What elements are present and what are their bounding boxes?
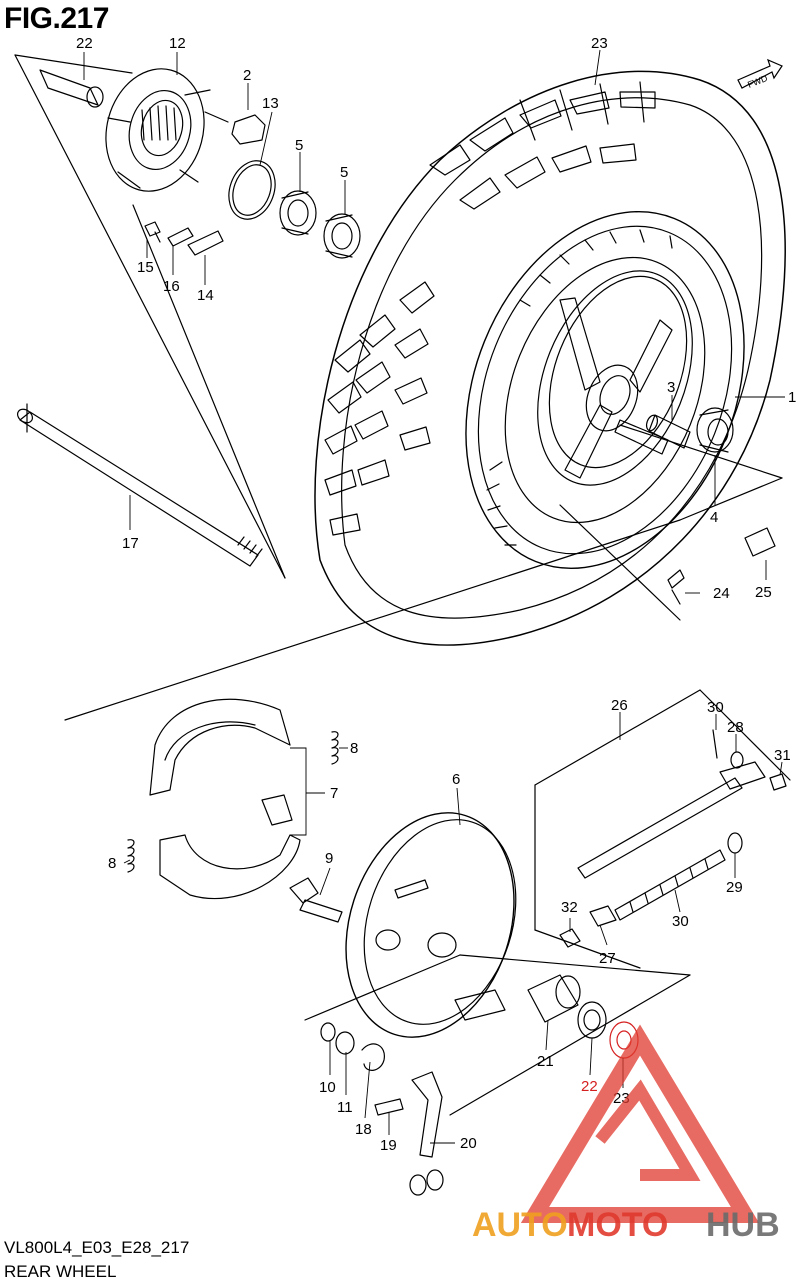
callout-14: 12 xyxy=(169,35,186,52)
callout-8a: 8 xyxy=(350,740,358,757)
callout-18: 16 xyxy=(163,278,180,295)
rear-tire xyxy=(314,70,786,646)
torque-link-frame xyxy=(534,689,791,969)
brake-panel xyxy=(345,812,517,1038)
wheel-bearing-right xyxy=(696,407,734,453)
figure-code: VL800L4_E03_E28_217 xyxy=(4,1238,190,1257)
figure-name: REAR WHEEL xyxy=(4,1262,117,1281)
rear-axle xyxy=(16,403,263,567)
callout-7: 7 xyxy=(330,785,338,802)
callout-4: 4 xyxy=(710,509,718,526)
svg-text:MOTO: MOTO xyxy=(567,1206,668,1244)
wheel-exploded-frame xyxy=(64,424,783,721)
rod-hardware xyxy=(559,729,787,948)
callout-33: 31 xyxy=(774,747,791,764)
svg-text:AUTO: AUTO xyxy=(472,1206,568,1244)
callout-30a: 28 xyxy=(727,719,744,736)
callout-5a: 5 xyxy=(295,137,303,154)
callout-labels: 22 12 2 13 5 5 23 1 3 4 24 25 17 15 16 1… xyxy=(76,35,796,1154)
figure-title: FIG.217 xyxy=(4,2,109,35)
callout-20: 18 xyxy=(355,1121,372,1138)
axle-spacer xyxy=(645,414,691,449)
brake-cam-lever xyxy=(409,1071,444,1196)
panel-spacers xyxy=(527,974,639,1059)
watermark-brand: AUTO MOTO HUB xyxy=(472,1206,780,1244)
hub-exploded-frame xyxy=(14,54,286,579)
callout-19: 17 xyxy=(122,535,139,552)
callout-15: 13 xyxy=(262,95,279,112)
hub-fasteners xyxy=(144,221,224,256)
rear-wheel-rim xyxy=(465,210,745,570)
callout-8b: 8 xyxy=(108,855,116,872)
callout-6: 6 xyxy=(452,771,460,788)
callout-28: 26 xyxy=(611,697,628,714)
brake-exploded-frame xyxy=(304,954,691,1116)
brake-cam xyxy=(289,877,343,923)
hub-o-ring xyxy=(228,160,276,220)
callout-22: 22 xyxy=(581,1078,598,1095)
hub-dust-seal xyxy=(39,69,104,108)
callout-12: 20 xyxy=(460,1135,477,1152)
callout-2: 2 xyxy=(243,67,251,84)
hub-bearings xyxy=(279,190,361,259)
callout-29: 27 xyxy=(599,950,616,967)
callout-9: 9 xyxy=(325,850,333,867)
callout-26: 24 xyxy=(713,585,730,602)
callout-25: 23 xyxy=(591,35,608,52)
callout-24: 22 xyxy=(76,35,93,52)
callout-1: 1 xyxy=(788,389,796,406)
tire-valve xyxy=(667,527,776,605)
fwd-arrow-icon: FWD xyxy=(737,58,783,90)
callout-5b: 5 xyxy=(340,164,348,181)
brake-shoe-upper xyxy=(149,698,291,796)
lever-small-parts xyxy=(320,1022,404,1116)
hub-cushion xyxy=(231,114,266,145)
callout-11: 11 xyxy=(337,1099,353,1116)
callout-27: 25 xyxy=(755,584,772,601)
callout-34: 32 xyxy=(561,899,578,916)
callout-10: 10 xyxy=(319,1079,336,1096)
callout-31: 30 xyxy=(707,699,724,716)
callout-30b: 29 xyxy=(726,879,743,896)
callout-3: 3 xyxy=(667,379,675,396)
watermark-logo xyxy=(520,1024,760,1223)
rear-hub xyxy=(105,68,229,192)
callout-23: 21 xyxy=(537,1053,554,1070)
svg-text:HUB: HUB xyxy=(706,1206,780,1244)
callout-16: 14 xyxy=(197,287,214,304)
rod-spring xyxy=(614,849,726,921)
callout-32: 30 xyxy=(672,913,689,930)
leader-lines xyxy=(83,49,785,1144)
callout-17: 15 xyxy=(137,259,154,276)
brake-shoe-lower xyxy=(159,794,301,900)
callout-13: 19 xyxy=(380,1137,397,1154)
brake-springs xyxy=(127,731,339,873)
brake-rod xyxy=(577,761,766,879)
